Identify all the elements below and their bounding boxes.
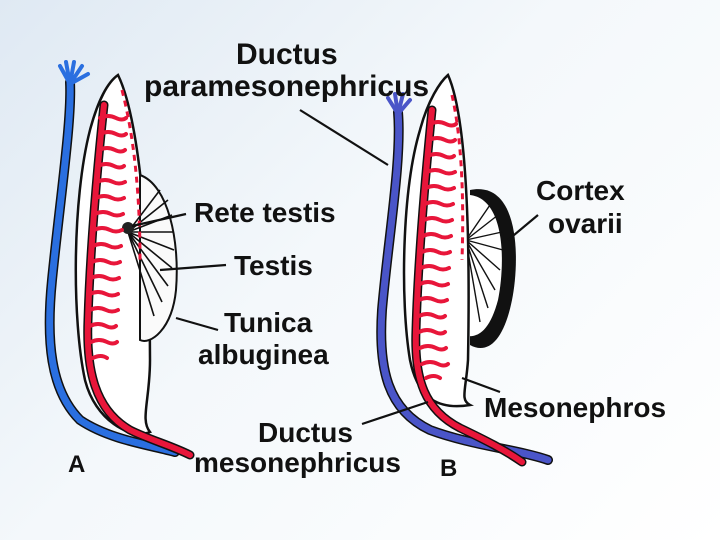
label-panel-a: A (68, 451, 85, 478)
leader-cortex (507, 214, 539, 241)
label-rete-testis: Rete testis (194, 197, 336, 228)
paramesonephric-duct-a-fill (46, 78, 179, 456)
leader-tunica (175, 316, 219, 332)
label-ductus-mesonephricus-1: Ductus (258, 417, 353, 448)
mesonephric-tubules-a (88, 114, 128, 360)
label-ductus-paramesonephricus-2: paramesonephricus (144, 70, 429, 103)
label-panel-b: B (440, 455, 457, 482)
leader-mesonephros (461, 376, 501, 394)
label-mesonephros: Mesonephros (484, 392, 666, 423)
ridge-edge-tubules-b (450, 94, 465, 261)
testis-body (139, 173, 178, 342)
label-ductus-paramesonephricus-1: Ductus (236, 38, 338, 71)
mesonephric-tubules-b (417, 120, 458, 380)
leader-lines (131, 109, 539, 426)
label-testis: Testis (234, 250, 313, 281)
label-tunica-albuginea-1: Tunica (224, 307, 313, 338)
ovary-cords (465, 204, 504, 323)
leader-mesonephricus (361, 400, 429, 426)
label-ductus-mesonephricus-2: mesonephricus (194, 447, 401, 478)
panel-b-female-gonad (376, 72, 553, 467)
mesonephric-duct-b-fill (412, 107, 525, 465)
leader-paramesonephricus (299, 109, 389, 166)
fimbria-a (58, 60, 90, 86)
mesonephric-duct-a-fill (84, 102, 193, 458)
ridge-edge-tubules-a (120, 89, 142, 261)
fimbria-b (386, 92, 412, 116)
label-cortex-ovarii-2: ovarii (548, 208, 623, 239)
leader-rete-testis (131, 212, 187, 228)
leader-testis (159, 263, 227, 272)
rete-testis-node (122, 222, 134, 234)
panel-a-male-gonad (44, 60, 195, 460)
label-cortex-ovarii-1: Cortex (536, 175, 625, 206)
label-tunica-albuginea-2: albuginea (198, 339, 329, 370)
